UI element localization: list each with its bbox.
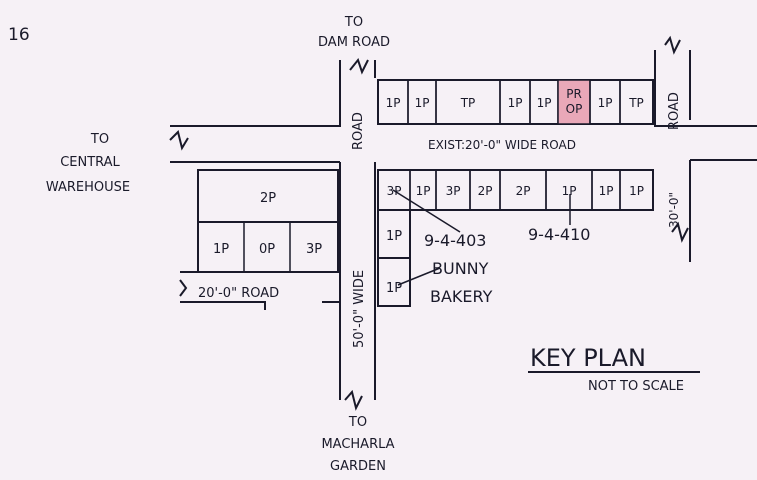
bottom-plot-cell-7 <box>619 169 654 211</box>
key-plan-title: KEY PLAN <box>530 344 646 372</box>
south-macharla: MACHARLA <box>321 437 394 452</box>
left-bottom-plot-2: 3P <box>306 242 322 257</box>
wide-road-label: 50'-0" WIDE <box>352 270 367 348</box>
top-plot-label-1: 1P <box>415 96 430 110</box>
bottom-plot-label-7: 1P <box>629 184 644 198</box>
bottom-row-plots: 3P 1P 3P 2P 2P 1P 1P 1P <box>377 169 654 211</box>
top-plot-label-7: TP <box>628 96 644 110</box>
top-road-label: ROAD <box>351 112 366 150</box>
bottom-plot-label-5: 1P <box>562 184 577 198</box>
number-410: 9-4-410 <box>528 225 590 244</box>
west-to: TO <box>90 132 109 147</box>
break-left-road <box>179 279 188 297</box>
top-plot-label-4: 1P <box>537 96 552 110</box>
bottom-plot-label-3: 2P <box>478 184 493 198</box>
left-block-top: 2P <box>260 191 276 206</box>
top-plot-label-0: 1P <box>386 96 401 110</box>
bottom-plot-label-6: 1P <box>599 184 614 198</box>
top-plot-label-3: 1P <box>508 96 523 110</box>
shop-bunny: BUNNY <box>432 259 489 278</box>
break-right-lower <box>671 221 689 243</box>
bottom-plot-label-0: 3P <box>387 184 402 198</box>
west-warehouse: WAREHOUSE <box>46 180 130 195</box>
top-plot-label-5-1: OP <box>566 102 583 116</box>
break-top <box>349 57 369 75</box>
south-garden: GARDEN <box>330 459 386 474</box>
pointer-403 <box>392 189 461 233</box>
right-small-road-label: 30'-0" <box>667 192 681 228</box>
column-plot-1: 1P <box>386 229 402 244</box>
shop-bakery: BAKERY <box>430 287 493 306</box>
top-plot-cell-7 <box>619 79 654 125</box>
break-right <box>664 35 681 55</box>
north-road: DAM ROAD <box>318 35 390 50</box>
road-edge-right-top <box>654 50 757 127</box>
right-road-label: ROAD <box>667 92 682 130</box>
top-plot-label-5-0: PR <box>566 87 582 101</box>
bottom-plot-label-1: 1P <box>416 184 431 198</box>
bottom-plot-label-4: 2P <box>516 184 531 198</box>
page-mark: 16 <box>8 25 30 45</box>
left-bottom-plot-0: 1P <box>213 242 229 257</box>
top-plot-label-2: TP <box>460 96 476 110</box>
exist-road-label: EXIST:20'-0" WIDE ROAD <box>428 138 576 152</box>
left-road-label: 20'-0" ROAD <box>198 286 279 301</box>
top-plot-label-6: 1P <box>598 96 613 110</box>
bottom-plot-label-2: 3P <box>446 184 461 198</box>
break-left <box>169 130 189 151</box>
road-edge-upper <box>170 60 341 127</box>
column-plot-2: 1P <box>386 281 402 296</box>
pointer-bakery <box>397 267 441 286</box>
west-central: CENTRAL <box>60 155 120 170</box>
north-to: TO <box>344 15 363 30</box>
key-plan-subtitle: NOT TO SCALE <box>588 379 684 394</box>
left-road-bottom <box>180 301 266 310</box>
left-bottom-plot-1: 0P <box>259 242 275 257</box>
number-403: 9-4-403 <box>424 231 486 250</box>
break-bottom <box>344 389 363 411</box>
south-to: TO <box>348 415 367 430</box>
left-block-bottom-plots: 1P 0P 3P <box>213 222 322 272</box>
